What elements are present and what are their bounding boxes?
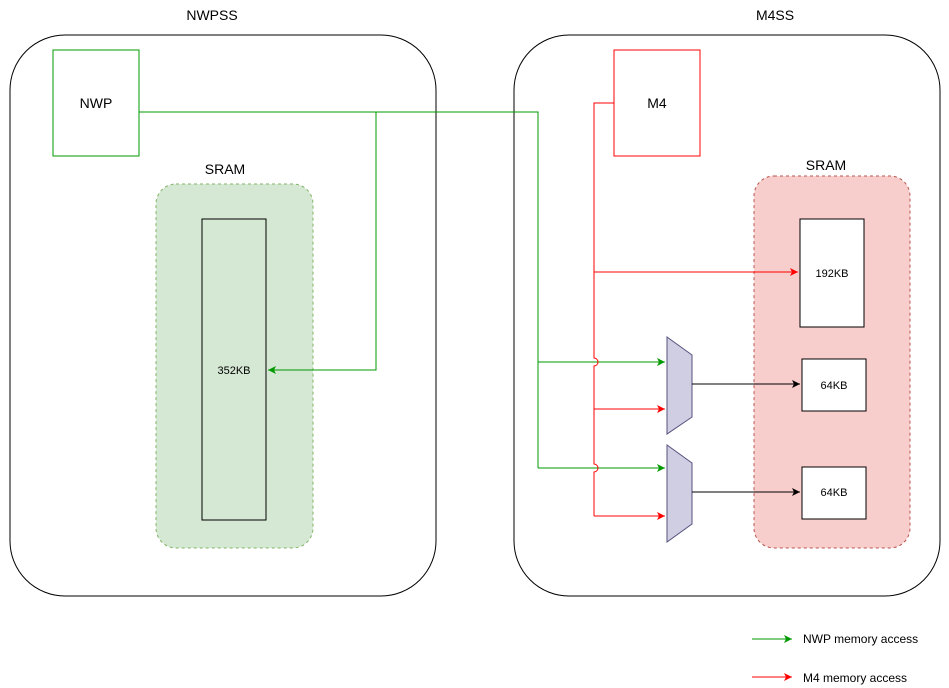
mux-1 xyxy=(666,336,693,435)
sram-bank-352kb xyxy=(201,218,267,521)
sram-bank-192kb xyxy=(799,218,865,328)
m4ss-container xyxy=(513,34,941,597)
sram-bank-64kb-b xyxy=(801,466,867,520)
nwpss-sram-title: SRAM xyxy=(205,161,245,177)
legend-nwp-label: NWP memory access xyxy=(803,632,918,646)
m4ss-title: M4SS xyxy=(756,7,794,23)
nwpss-title: NWPSS xyxy=(186,7,237,23)
legend: NWP memory access M4 memory access xyxy=(752,632,918,685)
nwpss-container xyxy=(9,34,437,597)
nwp-to-352kb-arrow xyxy=(268,112,377,374)
m4ss-sram-title: SRAM xyxy=(806,157,846,173)
sram-bank-64kb-b-label: 64KB xyxy=(821,487,848,499)
mux-2 xyxy=(666,444,693,543)
nwpss-sram-region xyxy=(155,183,314,549)
nwp-processor-label: NWP xyxy=(80,95,113,111)
sram-bank-352kb-label: 352KB xyxy=(217,365,250,377)
m4-bus-line xyxy=(593,102,614,516)
sram-bank-64kb-a xyxy=(801,358,867,412)
sram-bank-64kb-a-label: 64KB xyxy=(821,380,848,392)
m4-processor-label: M4 xyxy=(647,95,667,111)
legend-m4-label: M4 memory access xyxy=(803,671,907,685)
sram-bank-192kb-label: 192KB xyxy=(815,268,848,280)
nwp-bus-line xyxy=(139,111,539,468)
nwp-processor xyxy=(52,49,140,157)
m4-processor xyxy=(613,49,701,157)
